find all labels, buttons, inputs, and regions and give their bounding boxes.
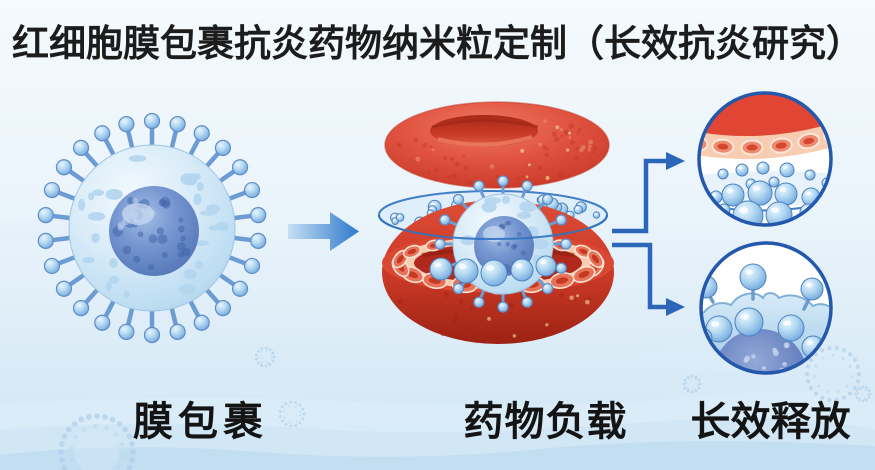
step-label-membrane-coating: 膜包裹 [133, 400, 268, 444]
exploded-rbc-illustration [378, 101, 614, 344]
release-bottom-view [699, 241, 833, 375]
release-top-view [697, 91, 833, 227]
loaded-nanoparticle-icon [434, 175, 572, 313]
rbc-top-half [384, 101, 610, 189]
nanoparticle-illustration [37, 112, 267, 344]
drug-sphere-icons [429, 255, 557, 287]
stalked-sphere-icons [701, 263, 824, 311]
page-title: 红细胞膜包裹抗炎药物纳米粒定制（长效抗炎研究） [12, 23, 863, 64]
step-label-sustained-release: 长效释放 [690, 400, 851, 444]
membrane-coating-arrow-icon [288, 212, 359, 251]
virus-watermark-icons [58, 346, 872, 470]
step-label-drug-loading: 药物负载 [463, 400, 628, 444]
release-fork-arrows-icon [612, 152, 685, 316]
